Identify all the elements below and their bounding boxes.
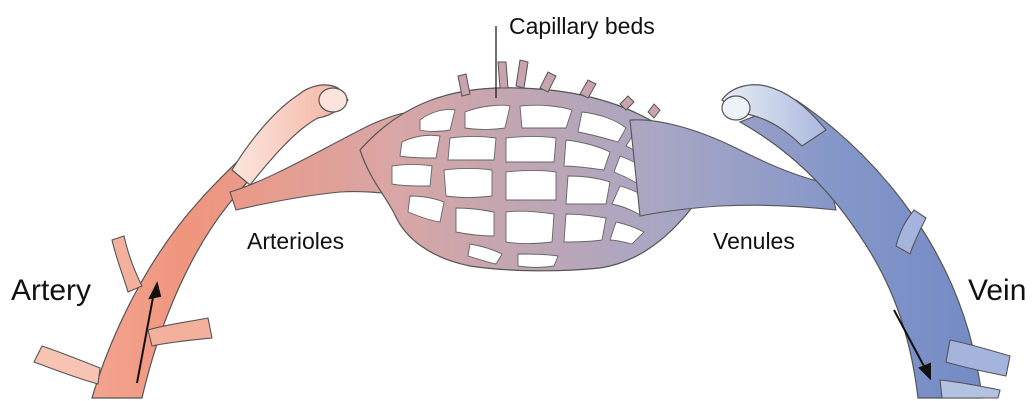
vein-label: Vein (968, 276, 1026, 306)
capillary-label: Capillary beds (509, 15, 655, 38)
venules-label: Venules (713, 230, 795, 253)
arterioles-label: Arterioles (247, 230, 344, 253)
artery-label: Artery (11, 276, 91, 306)
